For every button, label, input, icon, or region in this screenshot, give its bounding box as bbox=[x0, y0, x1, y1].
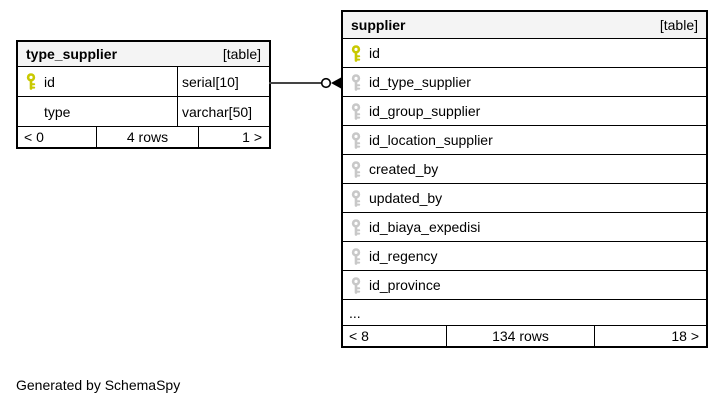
column-name: id_biaya_expedisi bbox=[369, 219, 481, 235]
column-name-cell: id bbox=[18, 67, 177, 96]
table-title: type_supplier bbox=[26, 46, 118, 62]
paginator-row-count: 4 rows bbox=[96, 127, 198, 147]
column-row: id_type_supplier bbox=[343, 68, 706, 97]
table-paginator: < 0 4 rows 1 > bbox=[18, 127, 269, 147]
column-row: id_biaya_expedisi bbox=[343, 213, 706, 242]
foreign-key-icon bbox=[351, 189, 361, 207]
column-name: updated_by bbox=[369, 190, 443, 206]
column-row: id_location_supplier bbox=[343, 126, 706, 155]
truncation-row: ... bbox=[343, 300, 706, 326]
column-row: id_province bbox=[343, 271, 706, 300]
foreign-key-icon bbox=[351, 276, 361, 294]
foreign-key-icon bbox=[351, 73, 361, 91]
table-node-type-supplier: type_supplier [table] id serial[10] bbox=[16, 40, 271, 149]
column-row: id bbox=[343, 39, 706, 68]
foreign-key-icon bbox=[351, 160, 361, 178]
column-row: created_by bbox=[343, 155, 706, 184]
primary-key-icon bbox=[351, 44, 361, 62]
column-name: created_by bbox=[369, 161, 439, 177]
column-row: id_regency bbox=[343, 242, 706, 271]
table-tag: [table] bbox=[659, 17, 698, 33]
foreign-key-icon bbox=[351, 247, 361, 265]
column-name: id bbox=[44, 73, 55, 90]
paginator-next: 1 > bbox=[198, 127, 269, 147]
zero-cardinality-circle-icon bbox=[320, 77, 332, 89]
column-row: id serial[10] bbox=[18, 67, 269, 97]
table-node-supplier: supplier [table] id bbox=[341, 10, 708, 348]
table-tag: [table] bbox=[222, 46, 261, 62]
foreign-key-icon bbox=[351, 218, 361, 236]
column-name: id_type_supplier bbox=[369, 74, 471, 90]
paginator-next: 18 > bbox=[594, 326, 706, 346]
paginator-prev: < 0 bbox=[24, 129, 44, 145]
generated-by-note: Generated by SchemaSpy bbox=[16, 377, 181, 393]
column-name: id bbox=[369, 45, 380, 61]
relationship-connector bbox=[269, 77, 341, 89]
column-name-cell: type bbox=[18, 97, 177, 126]
column-type: varchar[50] bbox=[177, 97, 269, 126]
paginator-prev: < 8 bbox=[349, 328, 369, 344]
column-type: serial[10] bbox=[177, 67, 269, 96]
column-row: id_group_supplier bbox=[343, 97, 706, 126]
primary-key-icon bbox=[26, 73, 36, 90]
table-header-supplier[interactable]: supplier [table] bbox=[343, 12, 706, 39]
foreign-key-icon bbox=[351, 131, 361, 149]
column-name: type bbox=[44, 103, 71, 120]
foreign-key-icon bbox=[351, 102, 361, 120]
paginator-row-count: 134 rows bbox=[446, 326, 594, 346]
column-name: id_province bbox=[369, 277, 441, 293]
table-paginator: < 8 134 rows 18 > bbox=[343, 326, 706, 346]
column-name: id_location_supplier bbox=[369, 132, 493, 148]
table-header-type-supplier[interactable]: type_supplier [table] bbox=[18, 42, 269, 67]
table-title: supplier bbox=[351, 17, 406, 33]
column-name: id_group_supplier bbox=[369, 103, 481, 119]
arrowhead-icon bbox=[331, 77, 341, 89]
column-row: type varchar[50] bbox=[18, 97, 269, 127]
column-row: updated_by bbox=[343, 184, 706, 213]
column-name: id_regency bbox=[369, 248, 438, 264]
